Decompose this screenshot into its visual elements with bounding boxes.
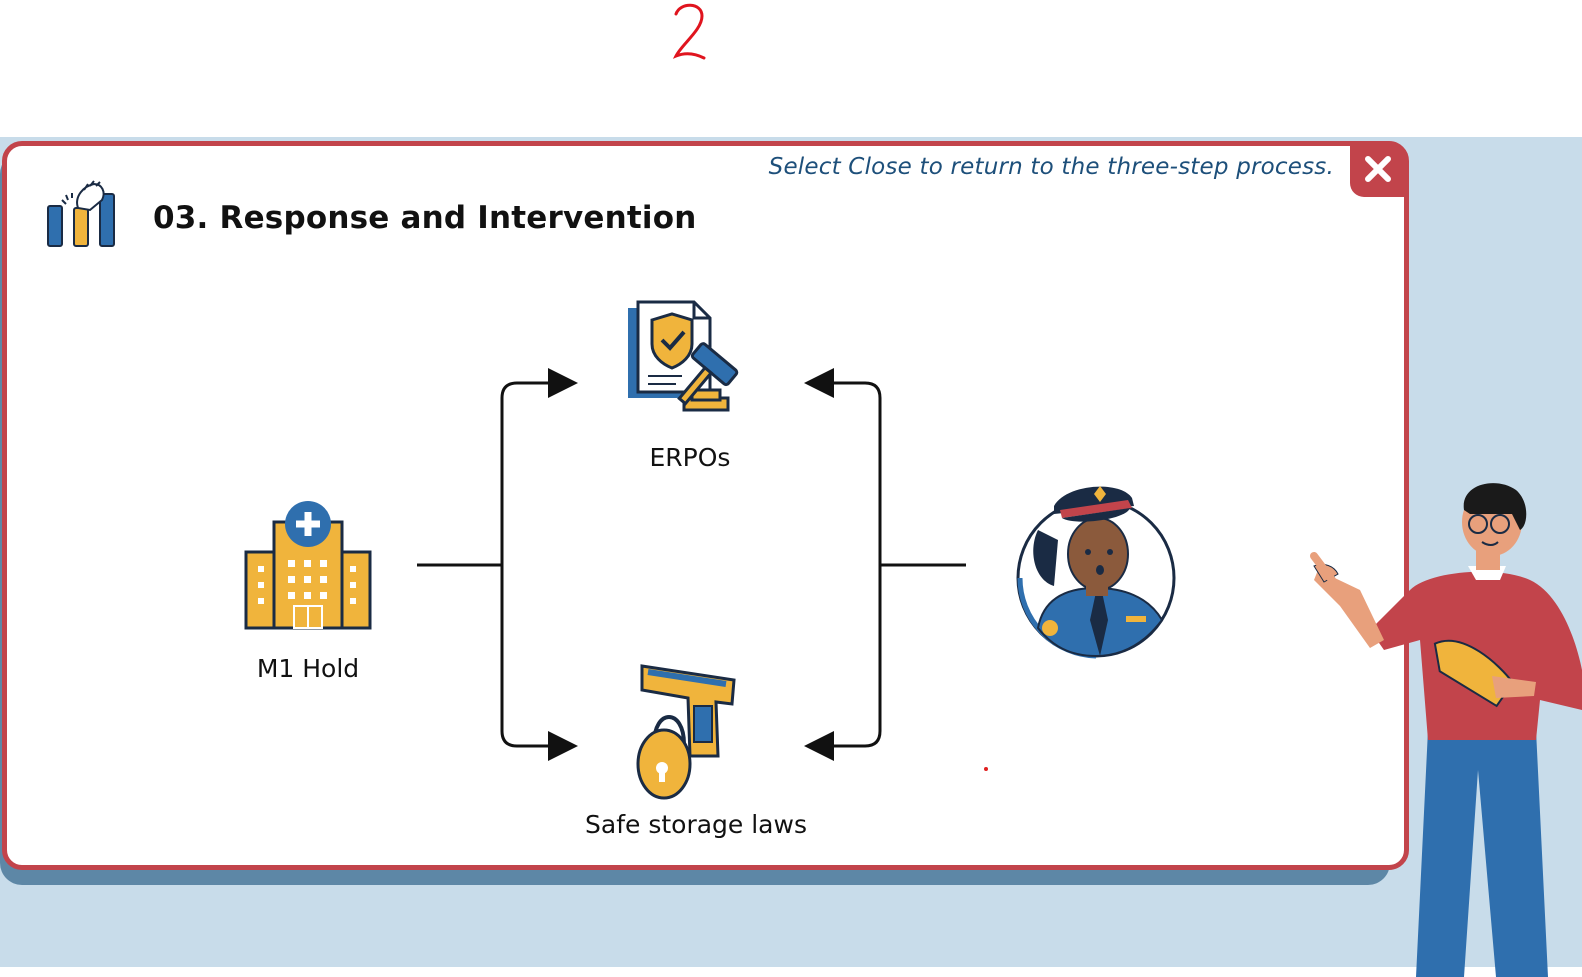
handwritten-annotation-mark [668, 0, 712, 66]
raised-hands-icon [47, 180, 115, 247]
annotation-dot [984, 767, 988, 771]
node-label-m1-hold: M1 Hold [256, 654, 360, 683]
close-button[interactable] [1350, 141, 1406, 197]
node-label-safe-storage: Safe storage laws [585, 810, 807, 839]
hospital-icon [244, 501, 372, 630]
dialog-title: 03. Response and Intervention [153, 200, 697, 236]
node-label-erpos: ERPOs [649, 443, 731, 472]
connector-right-to-top [804, 368, 882, 565]
gun-lock-icon [636, 664, 736, 800]
connector-left-to-top [500, 368, 578, 565]
close-instruction: Select Close to return to the three-step… [768, 154, 1334, 180]
stage-floor [0, 967, 1582, 977]
legal-document-gavel-icon [628, 300, 739, 412]
close-icon [1365, 156, 1391, 182]
connector-right-to-bottom [804, 565, 882, 761]
presenter-character [1310, 483, 1582, 977]
connector-left-to-bottom [500, 565, 578, 761]
police-officer-icon [1016, 486, 1176, 659]
